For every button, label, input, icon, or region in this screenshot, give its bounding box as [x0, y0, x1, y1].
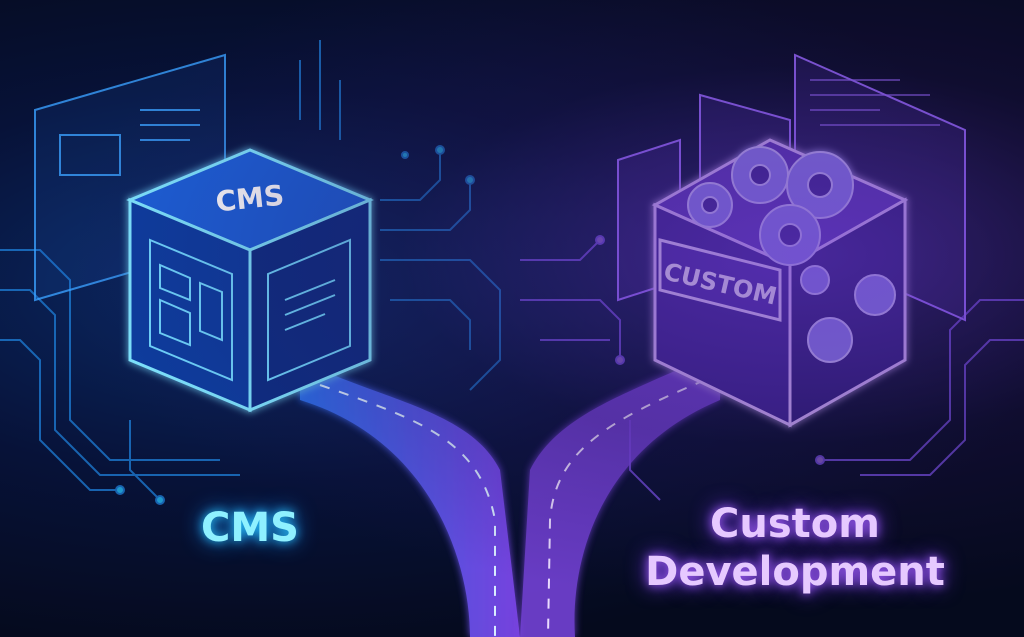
circuit-traces-right-icon [520, 235, 1024, 501]
custom-label-line2: Development [645, 549, 945, 595]
custom-development-label: Custom Development [630, 500, 960, 596]
forked-road-icon [300, 350, 720, 637]
custom-label-line1: Custom [710, 501, 880, 547]
cms-cube-text: CMS [214, 179, 286, 219]
cms-cube-icon: CMS [126, 148, 374, 413]
cms-label: CMS [201, 505, 299, 551]
circuit-traces-left-icon [0, 40, 501, 505]
gear-icon [687, 146, 896, 363]
custom-cube-icon: CUSTOM [651, 138, 909, 428]
